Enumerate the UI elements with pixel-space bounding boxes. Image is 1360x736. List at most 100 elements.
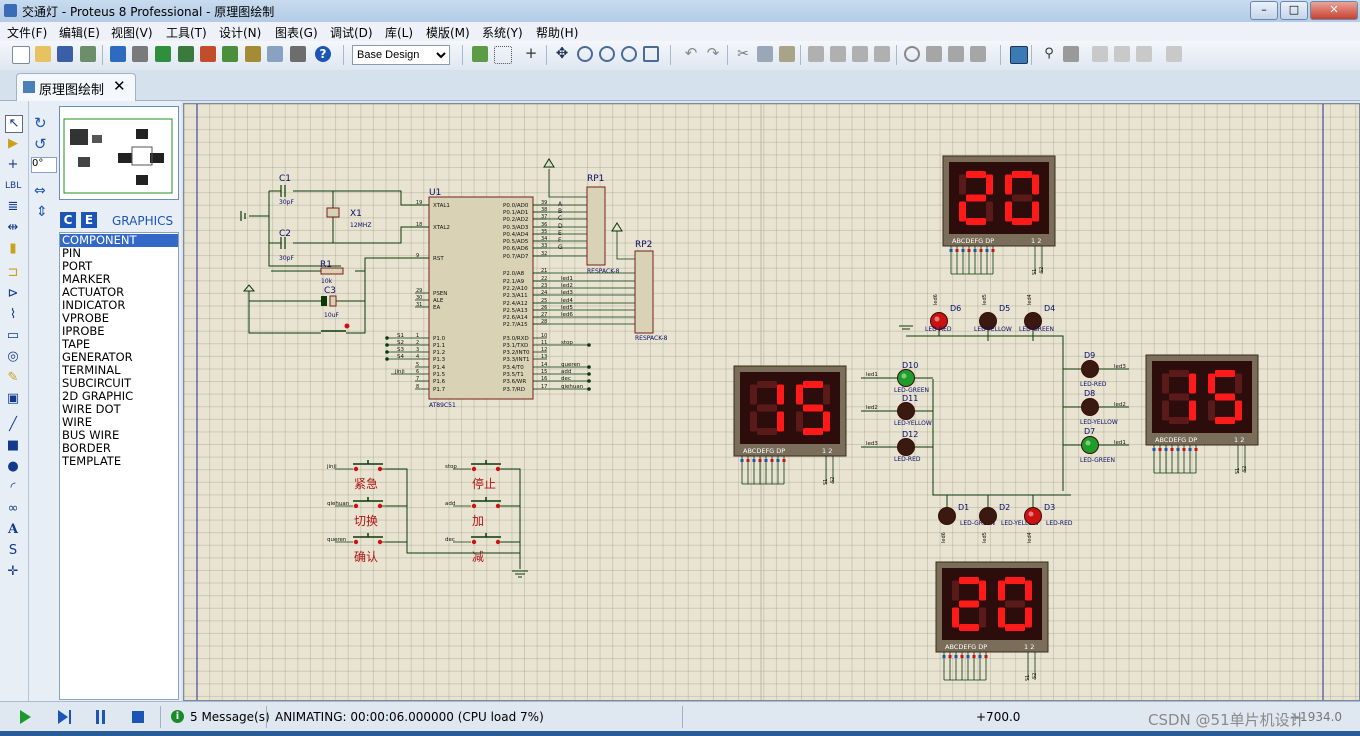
refresh-icon[interactable] bbox=[472, 46, 488, 62]
block-rotate-icon[interactable] bbox=[852, 46, 868, 62]
decompose-icon[interactable] bbox=[970, 46, 986, 62]
pick-device-icon[interactable] bbox=[904, 46, 920, 62]
packaging-tool-icon[interactable] bbox=[948, 46, 964, 62]
gerber-icon[interactable] bbox=[178, 46, 194, 62]
menu-help[interactable]: 帮助(H) bbox=[536, 26, 579, 40]
list-item-component[interactable]: COMPONENT bbox=[62, 233, 137, 247]
pcb-icon[interactable] bbox=[155, 46, 171, 62]
home-icon[interactable] bbox=[110, 46, 126, 62]
graph-mode-icon[interactable]: ⌇ bbox=[9, 307, 17, 322]
mode-c-button[interactable]: C bbox=[60, 212, 76, 228]
menu-file[interactable]: 文件(F) bbox=[7, 26, 48, 40]
block-delete-icon[interactable] bbox=[874, 46, 890, 62]
3d-icon[interactable] bbox=[200, 46, 216, 62]
list-item-actuator[interactable]: ACTUATOR bbox=[62, 285, 125, 299]
paste-icon[interactable] bbox=[779, 46, 795, 62]
overview-window[interactable] bbox=[59, 106, 179, 200]
generator-icon[interactable]: ◎ bbox=[7, 349, 19, 364]
list-item-port[interactable]: PORT bbox=[62, 259, 93, 273]
undo-icon[interactable]: ↶ bbox=[684, 44, 698, 62]
schematic-icon[interactable] bbox=[132, 46, 148, 62]
schematic-canvas[interactable]: C1 30pF C2 30pF X1 12MHZ R1 10k C3 10uF … bbox=[183, 103, 1360, 701]
source-code-icon[interactable] bbox=[245, 46, 261, 62]
notes-icon[interactable] bbox=[267, 46, 283, 62]
help-icon[interactable]: ? bbox=[315, 46, 331, 62]
pan-icon[interactable]: ✥ bbox=[555, 44, 569, 62]
save-icon[interactable] bbox=[57, 46, 73, 62]
message-count[interactable]: 5 Message(s) bbox=[190, 710, 270, 724]
bom-icon[interactable] bbox=[222, 46, 238, 62]
search-icon[interactable]: ⚲ bbox=[1044, 46, 1054, 61]
device-pin-icon[interactable]: ⊳ bbox=[7, 286, 19, 301]
tab-close-icon[interactable]: ✕ bbox=[113, 77, 126, 95]
text-script-icon[interactable]: ≣ bbox=[7, 199, 19, 214]
rotate-cw-icon[interactable]: ↻ bbox=[34, 114, 47, 132]
mirror-horizontal-icon[interactable]: ⇔ bbox=[34, 183, 46, 199]
list-item-tape[interactable]: TAPE bbox=[62, 337, 91, 351]
grid-icon[interactable] bbox=[494, 46, 512, 64]
menu-graph[interactable]: 图表(G) bbox=[275, 26, 318, 40]
2d-marker-icon[interactable]: ✛ bbox=[7, 564, 19, 579]
import-icon[interactable] bbox=[80, 46, 96, 62]
wire-autorouter-icon[interactable] bbox=[1010, 46, 1028, 64]
zoom-fit-icon[interactable] bbox=[621, 46, 637, 62]
list-item-wire-dot[interactable]: WIRE DOT bbox=[62, 402, 121, 416]
maximize-button[interactable]: □ bbox=[1280, 1, 1308, 20]
list-item-vprobe[interactable]: VPROBE bbox=[62, 311, 109, 325]
list-item-2d-graphic[interactable]: 2D GRAPHIC bbox=[62, 389, 134, 403]
close-button[interactable]: ✕ bbox=[1310, 1, 1358, 20]
menu-edit[interactable]: 编辑(E) bbox=[59, 26, 100, 40]
open-folder-icon[interactable] bbox=[35, 46, 51, 62]
menu-tools[interactable]: 工具(T) bbox=[166, 26, 207, 40]
origin-icon[interactable]: + bbox=[524, 44, 538, 62]
menu-template[interactable]: 模版(M) bbox=[426, 26, 470, 40]
2d-circle-icon[interactable]: ● bbox=[7, 459, 19, 474]
list-item-template[interactable]: TEMPLATE bbox=[62, 454, 122, 468]
subcircuit-icon[interactable]: ▮ bbox=[9, 241, 17, 256]
component-mode-icon[interactable]: ▶ bbox=[8, 136, 18, 151]
wire-label-icon[interactable]: LBL bbox=[5, 181, 22, 191]
menu-debug[interactable]: 调试(D) bbox=[330, 26, 373, 40]
list-item-indicator[interactable]: INDICATOR bbox=[62, 298, 126, 312]
2d-path-icon[interactable]: ∞ bbox=[7, 501, 19, 516]
property-tool-icon[interactable] bbox=[1063, 46, 1079, 62]
play-icon[interactable] bbox=[20, 710, 31, 724]
tape-recorder-icon[interactable]: ▭ bbox=[6, 328, 20, 343]
menu-library[interactable]: 库(L) bbox=[385, 26, 414, 40]
pause-icon[interactable] bbox=[96, 710, 99, 724]
list-item-bus-wire[interactable]: BUS WIRE bbox=[62, 428, 120, 442]
2d-text-icon[interactable]: A bbox=[7, 522, 19, 537]
block-move-icon[interactable] bbox=[830, 46, 846, 62]
netlist-icon[interactable] bbox=[290, 46, 306, 62]
bill-of-materials-icon[interactable] bbox=[1166, 46, 1182, 62]
list-item-pin[interactable]: PIN bbox=[62, 246, 81, 260]
2d-line-icon[interactable]: ╱ bbox=[9, 417, 17, 432]
menu-design[interactable]: 设计(N) bbox=[219, 26, 262, 40]
list-item-iprobe[interactable]: IPROBE bbox=[62, 324, 105, 338]
2d-symbol-icon[interactable]: S bbox=[8, 543, 18, 558]
2d-arc-icon[interactable]: ◜ bbox=[10, 480, 16, 495]
remove-sheet-icon[interactable] bbox=[1114, 46, 1130, 62]
mode-e-button[interactable]: E bbox=[81, 212, 97, 228]
2d-box-icon[interactable]: ■ bbox=[6, 438, 20, 453]
new-file-icon[interactable] bbox=[12, 46, 30, 64]
bus-icon[interactable]: ⇹ bbox=[7, 220, 19, 235]
zoom-out-icon[interactable] bbox=[599, 46, 615, 62]
menu-view[interactable]: 视图(V) bbox=[111, 26, 153, 40]
design-select[interactable]: Base Design bbox=[352, 45, 450, 65]
zoom-in-icon[interactable] bbox=[577, 46, 593, 62]
list-item-marker[interactable]: MARKER bbox=[62, 272, 111, 286]
selection-mode-icon[interactable]: ↖ bbox=[5, 115, 23, 133]
exit-parent-icon[interactable] bbox=[1136, 46, 1152, 62]
rotate-ccw-icon[interactable]: ↺ bbox=[34, 135, 47, 153]
menu-system[interactable]: 系统(Y) bbox=[482, 26, 523, 40]
minimize-button[interactable]: – bbox=[1250, 1, 1278, 20]
step-icon[interactable] bbox=[58, 710, 68, 724]
new-sheet-icon[interactable] bbox=[1092, 46, 1108, 62]
list-item-subcircuit[interactable]: SUBCIRCUIT bbox=[62, 376, 132, 390]
rotation-field[interactable]: 0° bbox=[31, 157, 57, 173]
list-item-wire[interactable]: WIRE bbox=[62, 415, 93, 429]
zoom-area-icon[interactable] bbox=[643, 46, 659, 62]
make-device-icon[interactable] bbox=[926, 46, 942, 62]
voltage-probe-icon[interactable]: ✎ bbox=[7, 370, 19, 385]
